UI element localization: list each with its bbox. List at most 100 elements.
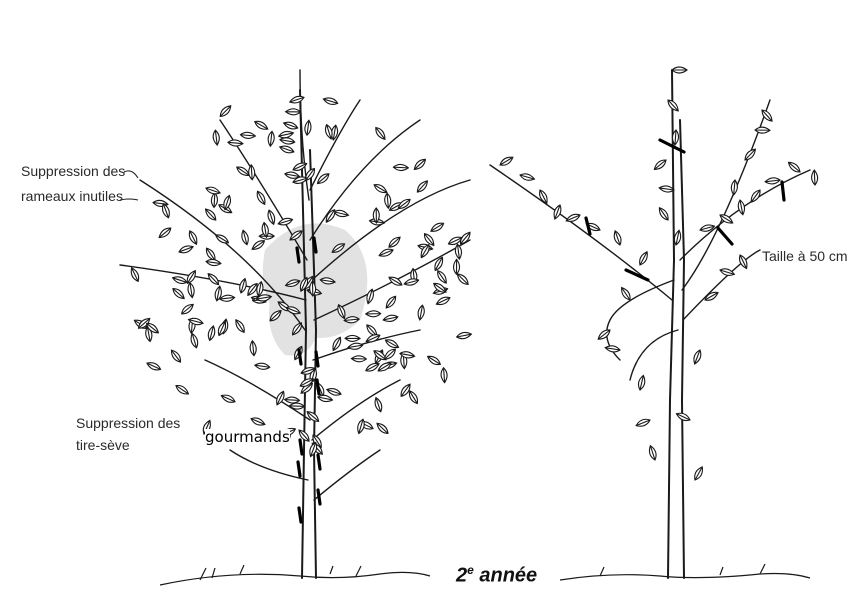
leaf [169,348,183,364]
leaf [456,331,472,340]
leaf [415,179,430,194]
leaf [719,267,735,277]
leaf [596,328,612,342]
leaf [253,119,269,132]
label-suppression-rameaux-1: Suppression des [21,163,125,180]
cut-mark [298,462,300,476]
leaf [605,345,621,353]
leaf [364,361,380,373]
leaf [565,212,581,223]
cut-mark [718,228,732,244]
leaf [326,387,342,397]
leaf [267,131,275,147]
leaf [435,269,448,285]
leaf [648,445,658,461]
leaf [284,397,299,404]
leaves [129,67,818,481]
leaf [238,278,248,294]
leaf [519,172,535,182]
leaf [699,223,715,233]
leaf [172,275,188,285]
leaf [240,132,255,139]
leaf [635,417,651,428]
leaf [304,120,312,136]
caption-number: 2 [456,565,467,587]
leaf [811,170,818,185]
leaf [249,340,257,356]
leaf [637,375,646,391]
leaf [206,259,222,267]
leaf [373,126,387,142]
leaf [228,139,243,146]
cut-mark [317,380,319,394]
leaf [333,209,349,218]
leaf [765,177,781,185]
leaf [652,158,667,172]
cut-mark [300,440,302,454]
leaf [455,244,463,260]
leaf [435,295,451,307]
cut-mark [314,238,316,252]
caption-word: année [479,565,537,587]
leaf [412,157,427,172]
cut-mark [318,455,320,469]
label-taille: Taille à 50 cm [762,248,848,265]
tree-right [490,70,810,578]
leaf [659,185,675,193]
leaf [207,325,217,341]
cut-mark [318,490,320,504]
leaf [171,286,186,300]
leaf [351,356,366,362]
cut-mark [299,350,301,364]
label-suppression-rameaux-2: rameaux inutiles [21,188,123,205]
leaf [233,318,246,334]
cut-mark [299,508,301,522]
leaf [248,165,255,180]
leaf [146,360,162,372]
label-suppression-tire-seve-1: Suppression des [76,415,180,432]
leaf [220,393,236,405]
cut-mark [316,352,318,366]
leaf [187,282,195,298]
caption-superscript: e [467,563,474,577]
leaf [619,286,632,302]
leaf [384,193,391,208]
leaf [305,409,320,423]
leaf [174,383,190,396]
leaf [178,244,194,255]
leaf [433,256,445,272]
leaf [180,302,195,316]
leaf [250,238,266,251]
leaf [426,354,442,367]
leaf [279,144,295,155]
leaf [393,164,408,171]
cut-mark [297,248,299,262]
leaf [737,254,749,270]
leaf [612,230,623,246]
leaf [373,182,389,195]
leaf [187,230,199,246]
leaf [692,349,703,365]
leaf [387,235,402,250]
leaf [331,336,343,352]
leaf [356,418,366,434]
leaf [250,416,266,427]
leaf [218,104,233,119]
leaf [378,247,394,258]
leaf [345,335,360,341]
leaf [283,120,299,131]
leaf [672,67,687,73]
label-gourmands: gourmands [205,429,290,446]
leaf [347,342,363,350]
leaf [286,109,301,115]
cut-mark [782,182,784,200]
leaf [214,232,230,245]
leaf [382,347,397,362]
leaf [240,229,250,245]
leaf [384,294,398,309]
leaf [157,226,172,240]
leaf [129,267,141,283]
leaf [429,221,445,234]
